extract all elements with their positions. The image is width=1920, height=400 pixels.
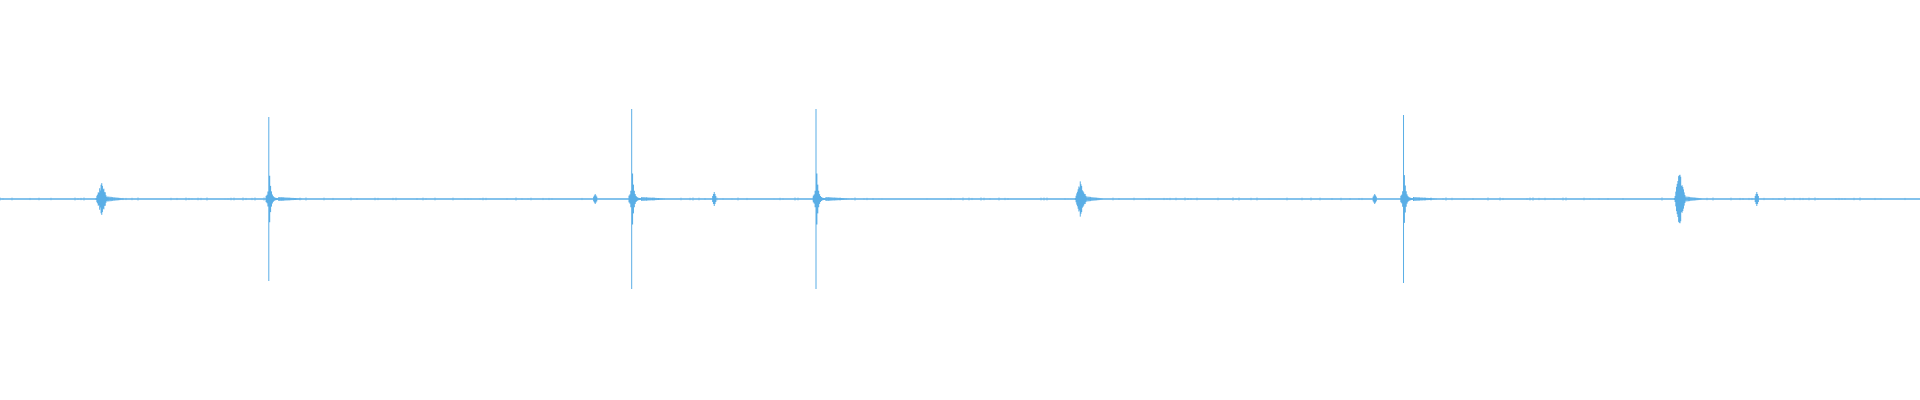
waveform-peak-stroke (95, 183, 124, 215)
waveform-peak-stroke (1074, 181, 1104, 217)
waveform-peak-stroke (1754, 192, 1759, 206)
waveform-peak (628, 109, 665, 289)
waveform-peak (812, 109, 850, 289)
waveform-peak-stroke (712, 192, 717, 206)
waveform-peak (712, 192, 717, 206)
waveform-peak-stroke (1372, 194, 1377, 204)
waveform-peak (1372, 194, 1377, 204)
waveform-peak-stroke (265, 117, 303, 281)
waveform-peak-stroke (593, 194, 598, 204)
waveform-peak (1754, 192, 1759, 206)
waveform-peak (1673, 174, 1703, 224)
waveform-peak (95, 183, 124, 215)
waveform-peak (593, 194, 598, 204)
waveform-peak (1074, 181, 1104, 217)
waveform-peak-stroke (628, 109, 665, 289)
waveform-peak (1400, 115, 1437, 283)
waveform-peak (265, 117, 303, 281)
waveform-peak-stroke (1400, 115, 1437, 283)
waveform-peak-stroke (1673, 174, 1703, 224)
waveform-peak-stroke (812, 109, 850, 289)
waveform-peaks (0, 109, 1906, 289)
